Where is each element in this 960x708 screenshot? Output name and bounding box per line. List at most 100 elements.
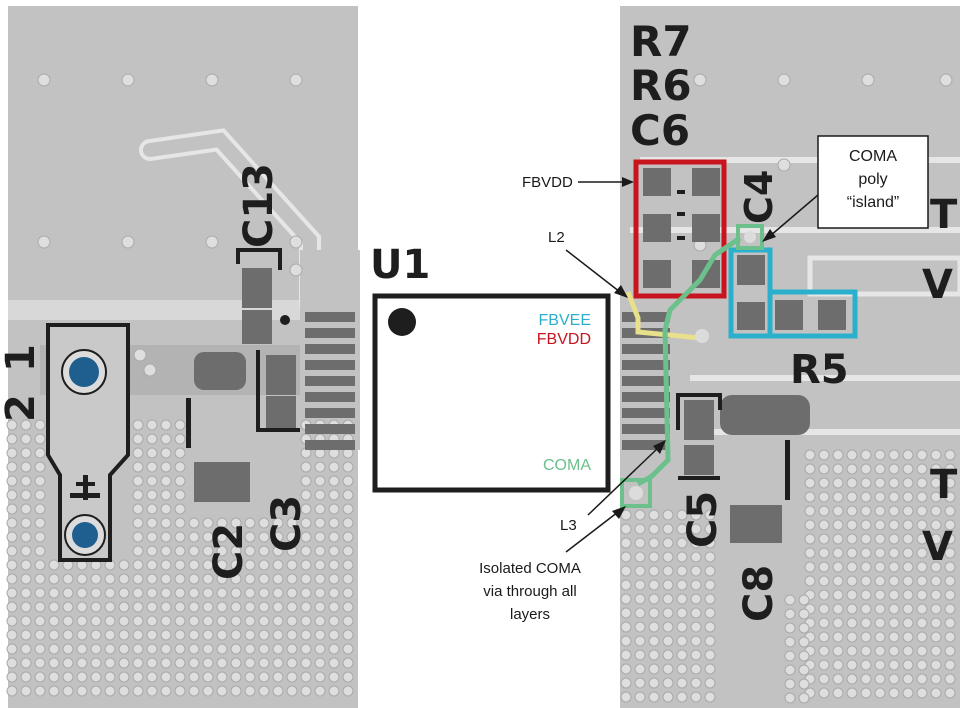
u1-pin	[622, 408, 670, 418]
via	[818, 645, 830, 657]
via	[342, 615, 354, 627]
via	[832, 687, 844, 699]
via	[160, 587, 172, 599]
via	[342, 587, 354, 599]
via	[818, 491, 830, 503]
via	[244, 615, 256, 627]
via	[258, 531, 270, 543]
via	[132, 433, 144, 445]
via	[286, 545, 298, 557]
via	[300, 643, 312, 655]
via	[146, 517, 158, 529]
via	[704, 593, 716, 605]
via	[90, 573, 102, 585]
u1-pin	[622, 440, 670, 450]
via	[930, 477, 942, 489]
via	[846, 561, 858, 573]
via	[216, 671, 228, 683]
via-grid	[37, 73, 953, 377]
via	[6, 447, 18, 459]
via	[286, 657, 298, 669]
via	[860, 547, 872, 559]
via	[230, 671, 242, 683]
via	[944, 645, 956, 657]
via	[676, 537, 688, 549]
via	[272, 671, 284, 683]
via	[690, 621, 702, 633]
via	[160, 447, 172, 459]
via	[648, 677, 660, 689]
callout-fbvdd: FBVDD	[522, 174, 573, 191]
via	[846, 631, 858, 643]
via	[690, 649, 702, 661]
via	[174, 671, 186, 683]
via	[916, 547, 928, 559]
via	[888, 645, 900, 657]
via	[286, 573, 298, 585]
arrow-head-icon	[614, 285, 628, 298]
via	[230, 531, 242, 543]
via	[202, 657, 214, 669]
via	[188, 545, 200, 557]
via	[20, 545, 32, 557]
via	[188, 531, 200, 543]
via	[620, 649, 632, 661]
pad	[194, 352, 246, 390]
via	[300, 517, 312, 529]
via	[20, 503, 32, 515]
via	[20, 601, 32, 613]
via	[258, 587, 270, 599]
via	[902, 575, 914, 587]
via	[888, 575, 900, 587]
via	[690, 635, 702, 647]
via	[314, 587, 326, 599]
designator-c2: C2	[206, 523, 252, 580]
via	[143, 363, 157, 377]
via	[118, 643, 130, 655]
via	[342, 601, 354, 613]
via	[230, 601, 242, 613]
pad	[643, 214, 671, 242]
via	[202, 517, 214, 529]
via	[6, 685, 18, 697]
via	[888, 589, 900, 601]
via	[620, 607, 632, 619]
via	[6, 671, 18, 683]
via	[62, 685, 74, 697]
via	[777, 73, 791, 87]
via	[76, 643, 88, 655]
via	[634, 509, 646, 521]
via	[342, 531, 354, 543]
via	[874, 533, 886, 545]
fbvee-highlight-box	[728, 247, 858, 339]
via	[34, 685, 46, 697]
via	[328, 657, 340, 669]
via	[244, 517, 256, 529]
via	[34, 433, 46, 445]
via	[146, 671, 158, 683]
via	[818, 687, 830, 699]
silkscreen-mark	[677, 190, 685, 194]
pad	[266, 396, 296, 430]
via	[216, 587, 228, 599]
via	[118, 559, 130, 571]
via	[34, 475, 46, 487]
via	[798, 650, 810, 662]
via	[874, 645, 886, 657]
via	[846, 617, 858, 629]
via	[314, 629, 326, 641]
via	[784, 622, 796, 634]
via	[902, 561, 914, 573]
via	[902, 547, 914, 559]
via	[784, 594, 796, 606]
via	[286, 587, 298, 599]
via	[804, 449, 816, 461]
via	[300, 545, 312, 557]
via	[620, 593, 632, 605]
via	[286, 615, 298, 627]
via	[620, 691, 632, 703]
via	[846, 575, 858, 587]
via	[121, 235, 135, 249]
via	[118, 657, 130, 669]
via	[662, 593, 674, 605]
